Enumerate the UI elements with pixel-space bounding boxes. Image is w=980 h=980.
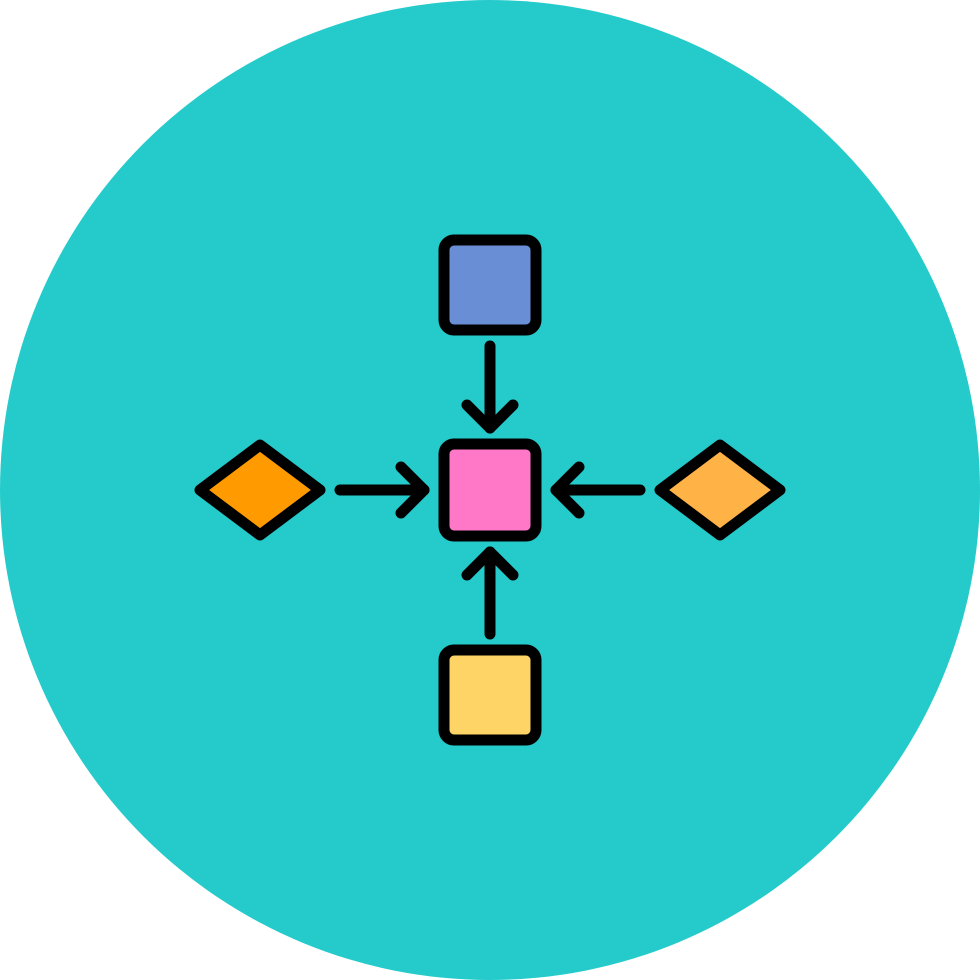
top-square-node bbox=[438, 234, 542, 336]
arrow-right-icon bbox=[334, 461, 430, 519]
left-diamond-node bbox=[194, 439, 326, 541]
arrow-down-icon bbox=[461, 340, 519, 434]
right-diamond-node bbox=[654, 439, 786, 541]
arrow-left-icon bbox=[550, 461, 646, 519]
bottom-square-node bbox=[438, 644, 542, 746]
center-square-node bbox=[438, 438, 542, 542]
arrow-up-icon bbox=[461, 546, 519, 640]
